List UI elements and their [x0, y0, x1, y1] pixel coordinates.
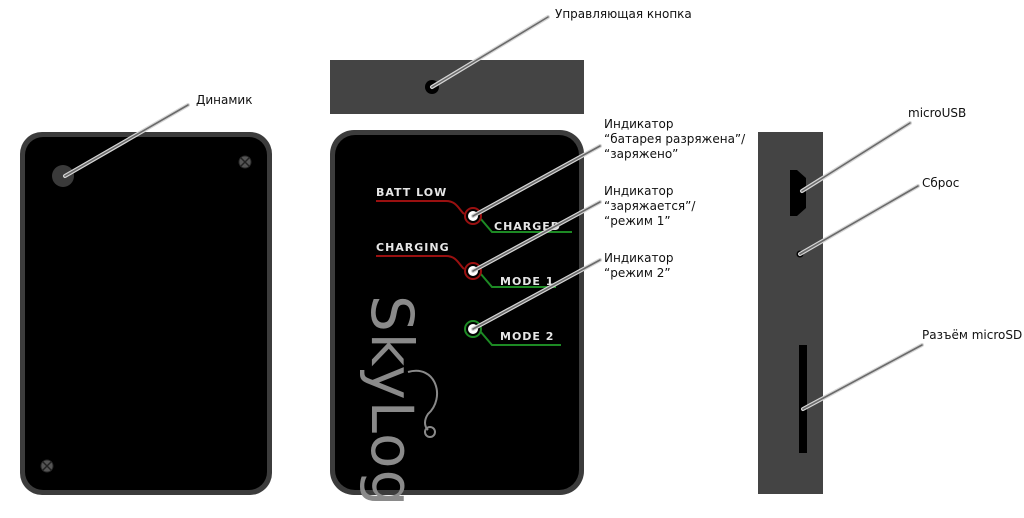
screw-icon [238, 155, 252, 169]
label-reset: Сброс [922, 176, 960, 190]
label-control-button: Управляющая кнопка [555, 7, 692, 21]
label-led2-line3: “режим 1” [604, 214, 671, 228]
mode1-text: MODE 1 [500, 275, 554, 288]
label-led1-line3: “заряжено” [604, 147, 679, 161]
label-led3-line2: “режим 2” [604, 266, 671, 280]
label-led2-line1: Индикатор [604, 184, 674, 198]
label-led3: Индикатор “режим 2” [604, 251, 673, 281]
label-led2: Индикатор “заряжается”/ “режим 1” [604, 184, 695, 229]
microsd-slot [799, 345, 807, 453]
label-led3-line1: Индикатор [604, 251, 674, 265]
device-top-edge [330, 60, 584, 114]
screw-icon [40, 459, 54, 473]
label-led1-line2: “батарея разряжена”/ [604, 132, 746, 146]
device-front-view: BATT LOW CHARGED CHARGING MODE 1 MODE 2 … [330, 130, 584, 507]
brand-swoosh [407, 369, 438, 431]
charging-text: CHARGING [376, 241, 450, 254]
mode2-text: MODE 2 [500, 330, 554, 343]
charged-text: CHARGED [494, 220, 561, 233]
label-speaker: Динамик [196, 93, 253, 107]
microusb-port [790, 170, 806, 216]
brand-logo-text: SkyLog [358, 295, 426, 507]
label-led1-line1: Индикатор [604, 117, 674, 131]
label-microsd: Разъём microSD [922, 328, 1023, 342]
batt-low-text: BATT LOW [376, 186, 447, 199]
device-side-view [758, 132, 823, 494]
device-back-view [20, 132, 272, 495]
label-led2-line2: “заряжается”/ [604, 199, 696, 213]
label-microusb: microUSB [908, 106, 967, 120]
leader-lines [63, 15, 924, 411]
label-led1: Индикатор “батарея разряжена”/ “заряжено… [604, 117, 745, 162]
